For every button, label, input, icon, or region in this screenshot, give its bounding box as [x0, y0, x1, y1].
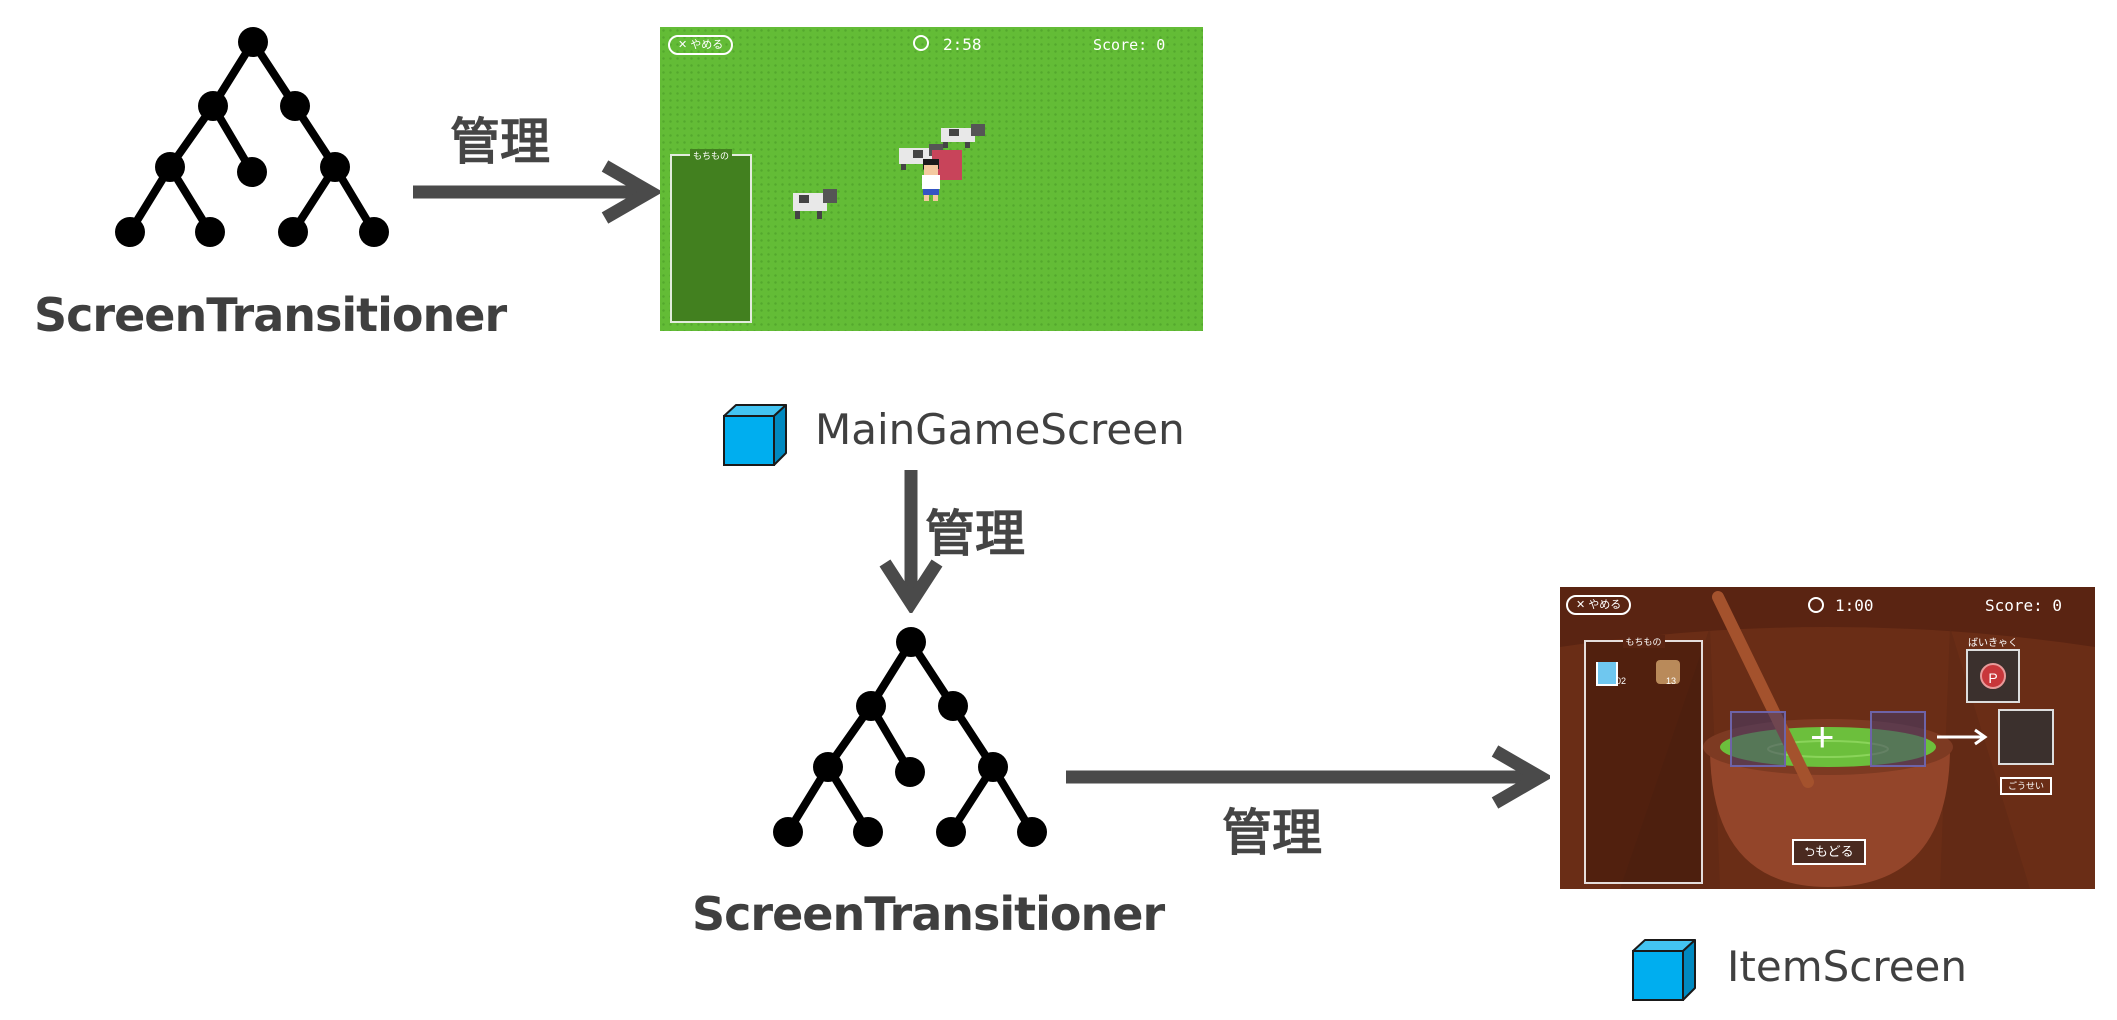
inventory-panel: もちもの [670, 149, 752, 323]
discard-label: ばいきゃく [1968, 638, 2018, 649]
water-cup-icon[interactable] [1596, 662, 1618, 686]
main-game-screenshot: ✕ やめる 2:58 Score: 0 もちもの [660, 27, 1203, 331]
arrow-right-icon [1937, 728, 1988, 746]
arrow-down [879, 470, 943, 613]
back-button-label: もどる [1814, 844, 1854, 859]
inventory-title: もちもの [1622, 635, 1665, 648]
node-label-main-game-screen: MainGameScreen [815, 405, 1185, 454]
back-arrow-icon: ⮌ [1804, 844, 1815, 859]
quit-button[interactable]: ✕ やめる [1566, 595, 1632, 615]
stopwatch-icon [913, 35, 929, 51]
score-text: Score: 0 [1985, 596, 2063, 615]
score-text: Score: 0 [1093, 36, 1166, 54]
player-character [922, 159, 940, 201]
edge-label-manage-3: 管理 [1222, 804, 1322, 862]
arrow-right-bottom [1066, 745, 1550, 809]
discard-slot[interactable]: P [1966, 649, 2020, 703]
node-label-item-screen: ItemScreen [1727, 942, 1968, 991]
inventory-title: もちもの [689, 149, 733, 162]
ingredient-slot-2[interactable] [1870, 711, 1926, 767]
node-label-screen-transitioner-bottom: ScreenTransitioner [692, 887, 1165, 941]
combine-button[interactable]: ごうせい [2000, 777, 2052, 795]
ingredient-slot-1[interactable] [1730, 711, 1786, 767]
result-slot [1998, 709, 2054, 765]
timer-text: 1:00 [1835, 596, 1874, 615]
item-screen-screenshot: ✕ やめる 1:00 Score: 0 もちもの 02 13 + ごうせい ばい… [1560, 587, 2095, 889]
edge-label-manage-1: 管理 [450, 113, 550, 171]
back-button[interactable]: ⮌もどる [1792, 839, 1866, 865]
item-count: 13 [1666, 676, 1677, 686]
tree-icon [773, 627, 1047, 847]
creature-item-icon[interactable] [1656, 660, 1680, 684]
node-label-screen-transitioner-top: ScreenTransitioner [34, 288, 507, 342]
quit-button[interactable]: ✕ やめる [668, 35, 734, 55]
discard-coin-icon: P [1980, 663, 2006, 689]
plus-icon: + [1810, 713, 1835, 760]
cow-sprite [793, 189, 837, 219]
arrow-right-top [413, 160, 660, 224]
tree-icon [115, 27, 389, 247]
cow-sprite [941, 124, 985, 148]
timer-text: 2:58 [943, 35, 982, 54]
inventory-panel: もちもの 02 13 [1584, 635, 1703, 884]
item-count: 02 [1616, 676, 1627, 686]
stopwatch-icon [1808, 597, 1824, 613]
cube-icon [1632, 939, 1696, 1001]
edge-label-manage-2: 管理 [925, 505, 1025, 563]
cube-icon [723, 404, 787, 466]
